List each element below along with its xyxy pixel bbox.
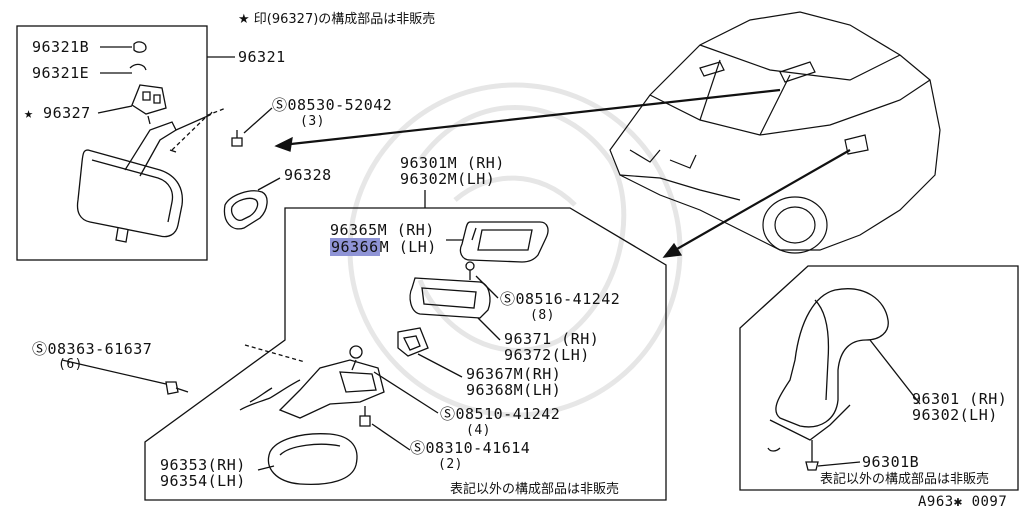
base-inset-note: 表記以外の構成部品は非販売 (820, 472, 990, 487)
label-96321e: 96321E (32, 64, 90, 82)
label-96301m: 96301M (RH) (400, 154, 505, 172)
car-drawing (609, 11, 941, 254)
leader-screw-top (243, 107, 273, 134)
label-96301: 96301 (RH) (912, 390, 1008, 408)
inner-mirror-drawing (76, 41, 213, 243)
label-screw-top-qty: (3) (300, 114, 325, 129)
leader-96353 (257, 465, 275, 471)
label-screw-base-qty: (2) (438, 457, 463, 472)
label-screw-left-qty: (6) (58, 357, 83, 372)
leader-screw-actuator (373, 371, 439, 414)
leader-96328 (257, 177, 281, 191)
inner-mirror-inset-frame (16, 25, 208, 261)
arrow-to-inner-mirror (281, 88, 781, 147)
base-inset-frame (739, 265, 1019, 491)
label-screw-base-code: Ⓢ08310-41614 (410, 439, 531, 457)
cover-96328-drawing (223, 190, 268, 230)
label-96321: 96321 (238, 48, 286, 66)
dash-inner-bracket (171, 107, 227, 151)
label-96366m: 96366M (LH) (330, 238, 437, 256)
mirror-holder-drawing (409, 277, 491, 319)
label-96302: 96302(LH) (912, 406, 998, 424)
label-96328: 96328 (284, 166, 332, 184)
label-96366-highlight[interactable]: 96366 (330, 238, 380, 256)
leader-96371 (477, 317, 501, 341)
leader-96327 (97, 105, 133, 114)
label-96353: 96353(RH) (160, 456, 246, 474)
dash-base (244, 344, 306, 363)
mirror-glass-drawing (459, 221, 549, 263)
label-screw-actuator-code: Ⓢ08510-41242 (440, 405, 561, 423)
label-96354: 96354(LH) (160, 472, 246, 490)
screw-glass-drawing (465, 261, 475, 280)
label-96372: 96372(LH) (504, 346, 590, 364)
leader-screw-base (371, 423, 411, 451)
label-96321b: 96321B (32, 38, 90, 56)
label-96302m: 96302M(LH) (400, 170, 496, 188)
label-screw-top-code: Ⓢ08530-52042 (272, 96, 393, 114)
label-96368m: 96368M(LH) (466, 381, 562, 399)
label-96301b: 96301B (862, 453, 920, 471)
screw-top-drawing (231, 130, 243, 147)
label-96367m: 96367M(RH) (466, 365, 562, 383)
label-screw-left-code: Ⓢ08363-61637 (32, 340, 153, 358)
footer-code: A963✱ 0097 (918, 494, 1008, 510)
label-96366m-suffix: M (LH) (379, 238, 437, 256)
leader-96301b (817, 461, 861, 467)
base-part-drawing (767, 288, 889, 471)
door-mirror-note: 表記以外の構成部品は非販売 (450, 482, 620, 497)
mirror-cover-drawing (267, 433, 358, 486)
screw-base-drawing (359, 406, 371, 427)
label-screw-glass-code: Ⓢ08516-41242 (500, 290, 621, 308)
header-note: ★ 印(96327)の構成部品は非販売 (238, 12, 436, 27)
arrow-to-door-mirror (669, 149, 851, 254)
label-96365m: 96365M (RH) (330, 221, 435, 239)
screw-left-drawing (165, 381, 189, 395)
arrowhead-door (662, 242, 683, 258)
leader-96301 (869, 339, 921, 405)
arrowhead-inner (274, 136, 293, 152)
label-96371: 96371 (RH) (504, 330, 600, 348)
label-96327: ★ 96327 (24, 104, 91, 122)
leader-96367m (417, 353, 463, 378)
label-screw-glass-qty: (8) (530, 308, 555, 323)
leader-screw-left (61, 359, 167, 385)
mirror-base-drawing (239, 345, 385, 419)
door-mirror-frame (144, 207, 667, 501)
label-screw-actuator-qty: (4) (466, 423, 491, 438)
actuator-drawing (397, 327, 429, 357)
